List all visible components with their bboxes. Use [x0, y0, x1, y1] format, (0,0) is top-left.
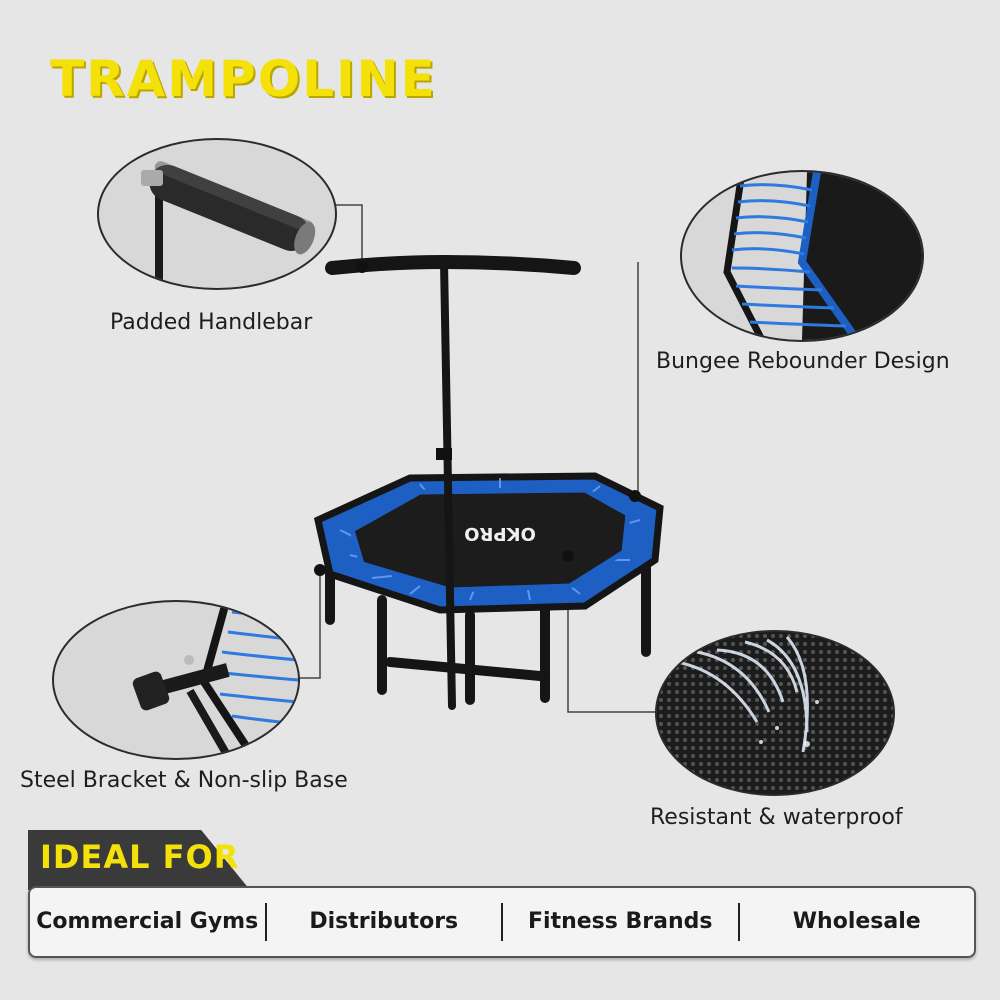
handlebar	[325, 254, 581, 710]
water-splash-icon	[657, 632, 893, 794]
bungee-dot	[629, 490, 641, 502]
waterproof-caption: Resistant & waterproof	[650, 805, 903, 830]
jump-mat	[349, 487, 631, 593]
page-title: TRAMPOLINE	[50, 50, 437, 108]
bungee-closeup	[680, 170, 924, 342]
bungee-icon	[723, 172, 922, 340]
waterproof-closeup	[655, 630, 895, 796]
handlebar-closeup	[97, 138, 337, 290]
ideal-for-list: Commercial Gyms Distributors Fitness Bra…	[28, 886, 976, 958]
ideal-for-item: Distributors	[267, 903, 503, 941]
brand-logo: OKPRO	[464, 523, 536, 544]
mat-dot	[562, 550, 574, 562]
handlebar-dot	[356, 261, 368, 273]
handlebar-icon	[141, 161, 316, 288]
bungee-caption: Bungee Rebounder Design	[656, 349, 950, 374]
ideal-for-label: IDEAL FOR	[40, 838, 240, 876]
handlebar-caption: Padded Handlebar	[110, 310, 313, 335]
bracket-closeup	[52, 600, 300, 760]
bracket-icon	[132, 602, 298, 758]
bracket-dot	[314, 564, 326, 576]
ideal-for-item: Commercial Gyms	[30, 903, 267, 941]
ideal-for-item: Fitness Brands	[503, 903, 740, 941]
ideal-for-item: Wholesale	[792, 909, 921, 934]
bracket-caption: Steel Bracket & Non-slip Base	[20, 768, 348, 793]
